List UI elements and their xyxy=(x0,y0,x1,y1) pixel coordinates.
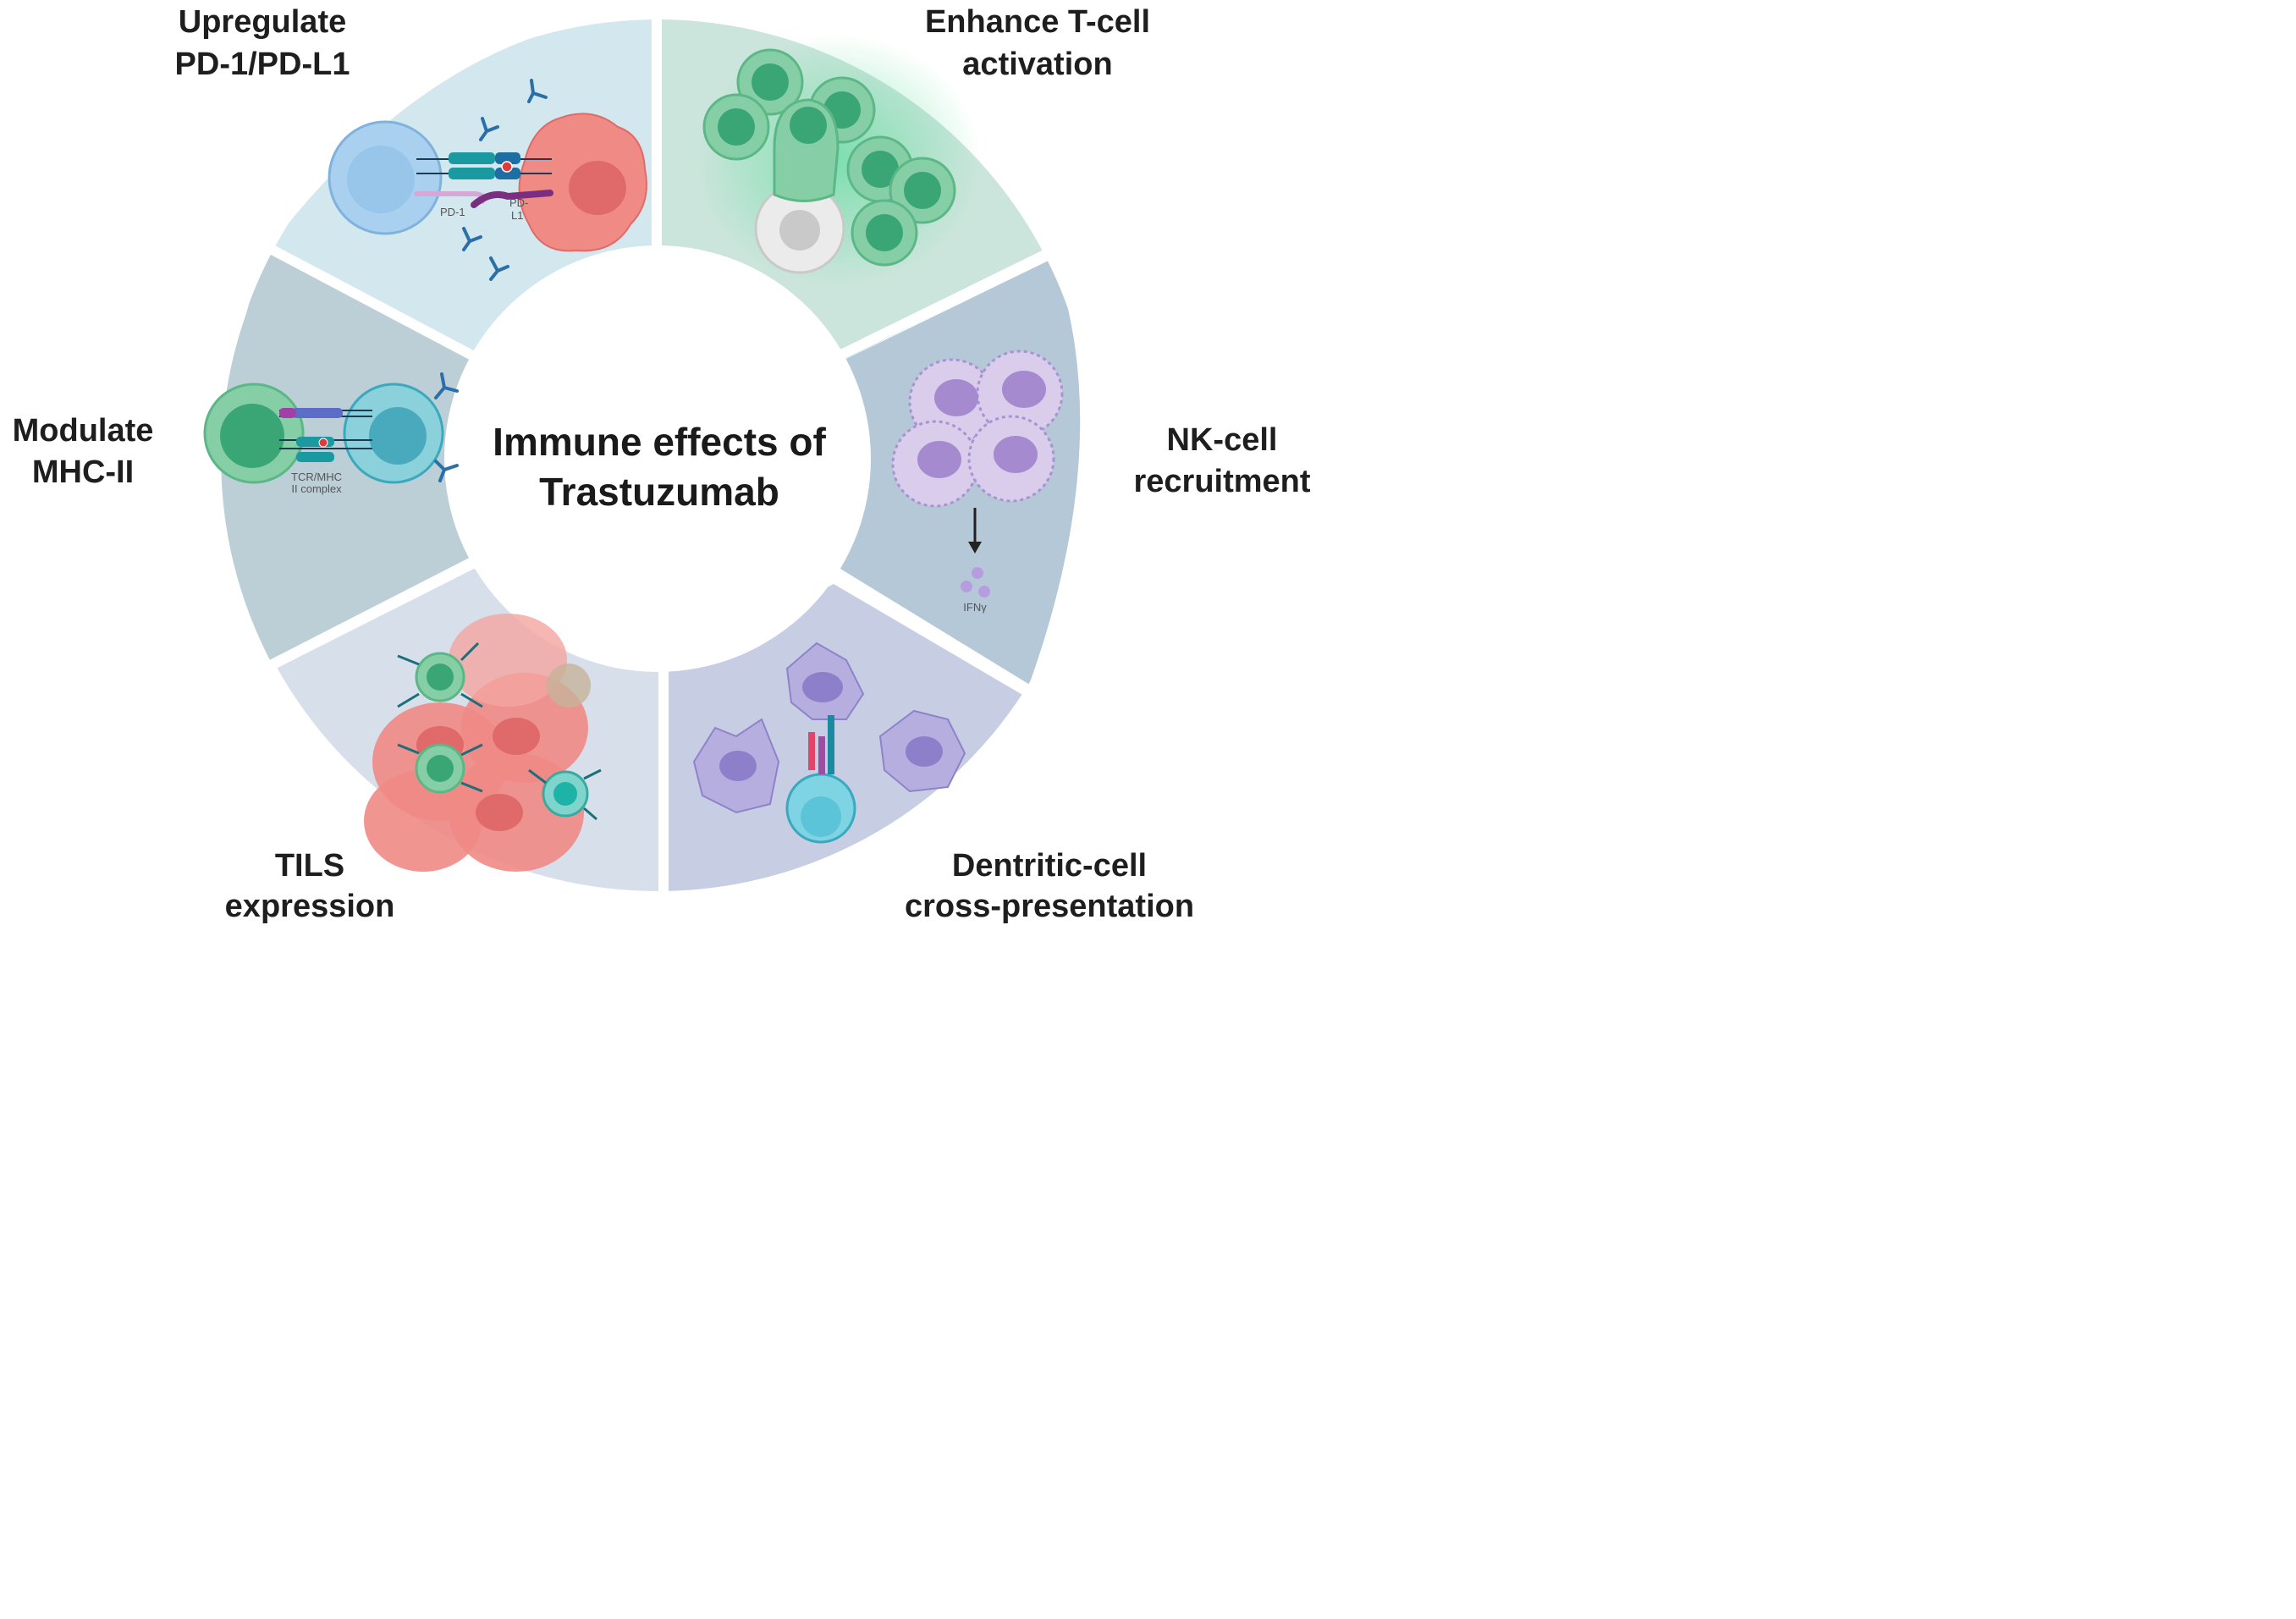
separators xyxy=(262,8,1056,897)
title-dc-line2: cross-presentation xyxy=(905,889,1194,924)
tcr-label-2: II complex xyxy=(291,482,342,495)
center-title-line1: Immune effects of xyxy=(493,420,826,464)
nk-cell-illustration: IFNγ xyxy=(891,350,1064,614)
title-tcell-line2: activation xyxy=(962,47,1112,82)
segment-dentritic-cell xyxy=(669,584,1024,891)
title-tcell-line1: Enhance T-cell xyxy=(925,4,1150,40)
center-disc xyxy=(444,245,871,672)
title-tils-line2: expression xyxy=(225,889,395,924)
trastuzumab-immune-effects-diagram: Immune effects of Trastuzumab Upregulate… xyxy=(13,4,1311,924)
mhc-illustration: TCR/MHC II complex xyxy=(203,372,459,495)
title-nk-line1: NK-cell xyxy=(1167,422,1278,458)
title-tils-line1: TILS xyxy=(275,848,344,884)
pdl1-label-2: L1 xyxy=(511,209,523,222)
tils-illustration xyxy=(364,614,602,872)
antibody-icon xyxy=(462,79,548,281)
title-mhc-line1: Modulate xyxy=(13,413,154,449)
segment-upregulate-pd1 xyxy=(271,19,652,351)
tumor-nucleus xyxy=(569,161,626,215)
pd1-label: PD-1 xyxy=(440,206,465,218)
tcell-blue-nucleus xyxy=(347,146,415,213)
title-nk-line2: recruitment xyxy=(1133,464,1310,499)
title-mhc-line2: MHC-II xyxy=(32,454,134,490)
title-dc-line1: Dentritic-cell xyxy=(952,848,1147,884)
pdl1-label-1: PD- xyxy=(509,196,528,209)
title-pd1-line2: PD-1/PD-L1 xyxy=(175,47,350,82)
tcr-label-1: TCR/MHC xyxy=(291,471,342,483)
tcell-activation-illustration xyxy=(694,34,982,288)
center-title-line2: Trastuzumab xyxy=(539,470,779,514)
ifng-label: IFNγ xyxy=(963,601,987,614)
title-pd1-line1: Upregulate xyxy=(179,4,346,40)
dc-illustration xyxy=(692,642,966,844)
pd1-illustration: PD-1 PD- L1 xyxy=(328,79,647,281)
